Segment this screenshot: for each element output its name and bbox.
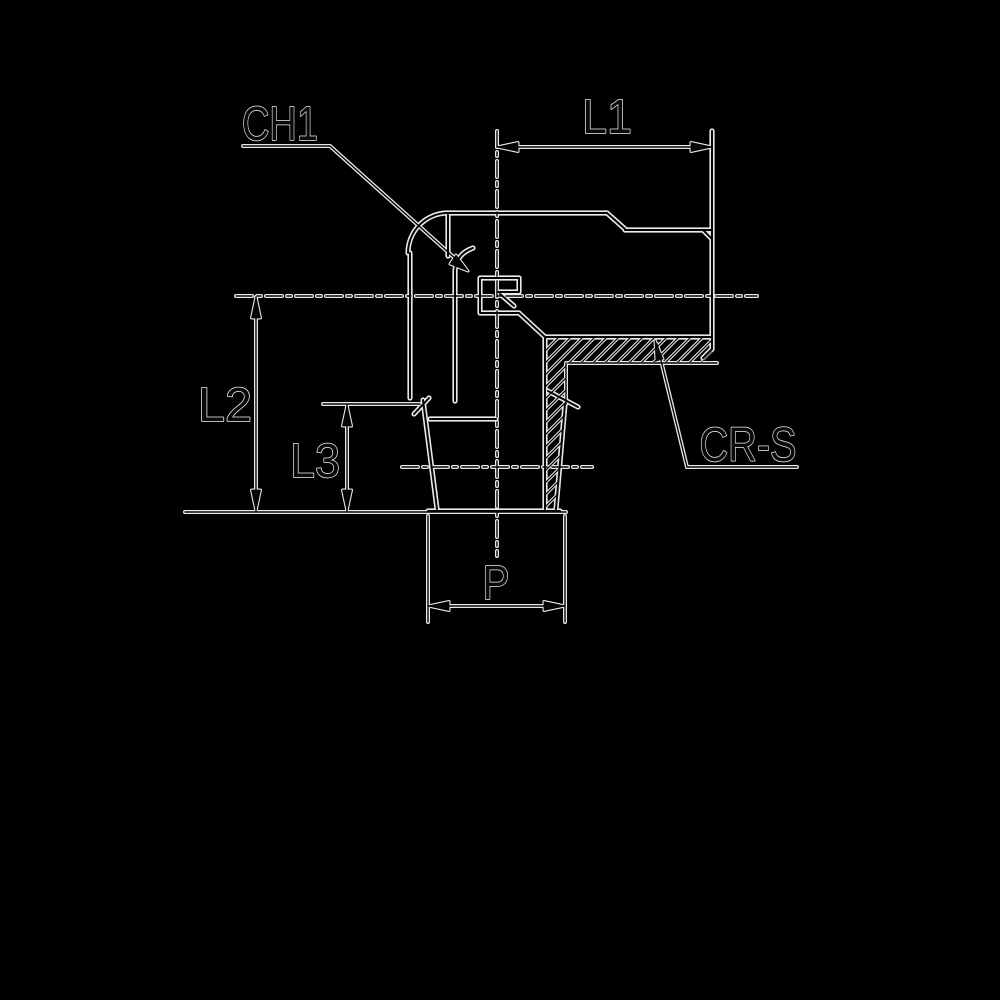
leader-crs — [654, 339, 798, 468]
label-p: P — [483, 557, 510, 610]
leader-ch1 — [241, 144, 470, 273]
dimension-l2 — [251, 296, 261, 512]
label-l2: L2 — [198, 379, 252, 432]
drawing-linework — [183, 128, 799, 624]
leader-ch1 — [242, 145, 469, 272]
dimension-p — [427, 515, 566, 623]
dimension-labels: CH1 L1 L2 L3 P CR-S — [197, 90, 797, 611]
drawing-linework — [184, 130, 798, 623]
label-cr-s: CR-S — [700, 419, 797, 472]
label-l3: L3 — [290, 435, 340, 488]
centerlines — [235, 130, 758, 557]
label-l1: L1 — [582, 91, 632, 144]
dimension-l1 — [496, 142, 713, 152]
label-ch1: CH1 — [242, 98, 318, 151]
part-outline — [407, 130, 718, 512]
dimension-l3 — [322, 403, 421, 512]
